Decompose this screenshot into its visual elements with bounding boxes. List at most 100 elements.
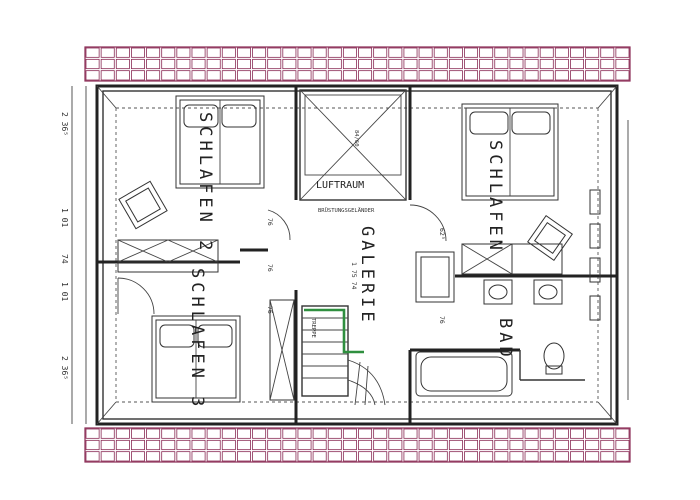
roof-tile [191,428,206,439]
bed-bottom-left [151,315,241,403]
roof-tile [206,428,221,439]
roof-tile [206,47,221,58]
roof-tile [570,451,584,462]
roof-tiles-top [84,46,631,82]
room-label-schlafen-right: SCHLAFEN [485,140,505,254]
armchair-left-top [118,180,168,230]
roof-tile [403,439,418,451]
roof-tile [282,439,297,451]
treppe-label: TREPPE [310,318,316,338]
roof-tile [600,428,615,439]
roof-tile [464,47,479,58]
roof-tile [585,428,600,439]
roof-tile [297,47,312,58]
galerie-dim: 1 75 74 [350,262,358,289]
roof-tile [297,439,312,451]
roof-tile [373,439,388,451]
roof-tile [297,451,312,462]
roof-tile [433,70,448,81]
roof-tile [161,428,176,439]
roof-tile [388,70,403,81]
roof-tile [524,451,539,462]
roof-tile [479,439,494,451]
roof-tile [191,47,206,58]
roof-tile [388,451,403,462]
dim-left-74: 74 [60,254,69,264]
roof-tile [221,428,236,439]
roof-tile [115,70,130,81]
roof-tile [146,451,161,462]
roof-tile [100,428,115,439]
roof-tile [176,428,191,439]
roof-tile [176,47,191,58]
windows-right [589,120,629,400]
roof-tile [221,47,236,58]
dim-left-bottom: 2 36⁵ [60,356,69,380]
roof-tile [131,70,145,81]
roof-tile [221,451,236,462]
roof-tile [146,58,161,70]
roof-tile [539,47,554,58]
roof-tile [176,439,191,451]
roof-tile [327,70,342,81]
roof-tile [312,47,327,58]
roof-tile [206,58,221,70]
roof-tile [252,439,267,451]
roof-tile [161,70,176,81]
roof-tile [479,58,494,70]
dim-76-c: 76 [438,316,446,324]
roof-tile [267,58,282,70]
roof-tile [100,47,115,58]
wardrobe-left [117,239,219,273]
roof-tile [85,70,100,81]
dim-76-a: 76 [266,218,274,226]
roof-tile [131,439,145,451]
roof-tile [358,70,373,81]
roof-tile [297,70,312,81]
roof-tile [115,47,130,58]
roof-tile [585,70,600,81]
door-arc-center [267,209,291,241]
roof-tile [267,439,282,451]
roof-tile [221,58,236,70]
roof-tile [252,47,267,58]
roof-tile [615,439,630,451]
roof-tile [479,428,494,439]
roof-tile [509,47,524,58]
railing-green [304,308,364,354]
roof-tile [448,70,463,81]
roof-tile [85,439,100,451]
roof-tile [100,70,115,81]
roof-tile [554,70,569,81]
roof-tile [479,47,494,58]
roof-tile [115,439,130,451]
roof-tile [585,58,600,70]
roof-tile [494,70,509,81]
roof-tile [191,439,206,451]
roof-tile [479,451,494,462]
roof-tile [494,47,509,58]
room-label-schlafen-2: SCHLAFEN 2 [195,112,215,254]
roof-tile [252,70,267,81]
roof-tile [191,451,206,462]
roof-tile [448,439,463,451]
roof-tile [600,451,615,462]
roof-tile [252,451,267,462]
roof-tile [509,58,524,70]
roof-tile [494,428,509,439]
bruestung-label: BRÜSTUNGSGELÄNDER [318,207,375,214]
roof-tile [342,439,357,451]
roof-tile [448,47,463,58]
roof-tile [554,428,569,439]
roof-tile [115,451,130,462]
bed-top-left [175,95,265,189]
roof-tile [615,451,630,462]
roof-tile [342,47,357,58]
roof-tile [403,47,418,58]
room-label-galerie: GALERIE [357,226,377,326]
roof-tile [418,47,433,58]
roof-tile [600,439,615,451]
roof-tile [403,428,418,439]
roof-tile [100,439,115,451]
